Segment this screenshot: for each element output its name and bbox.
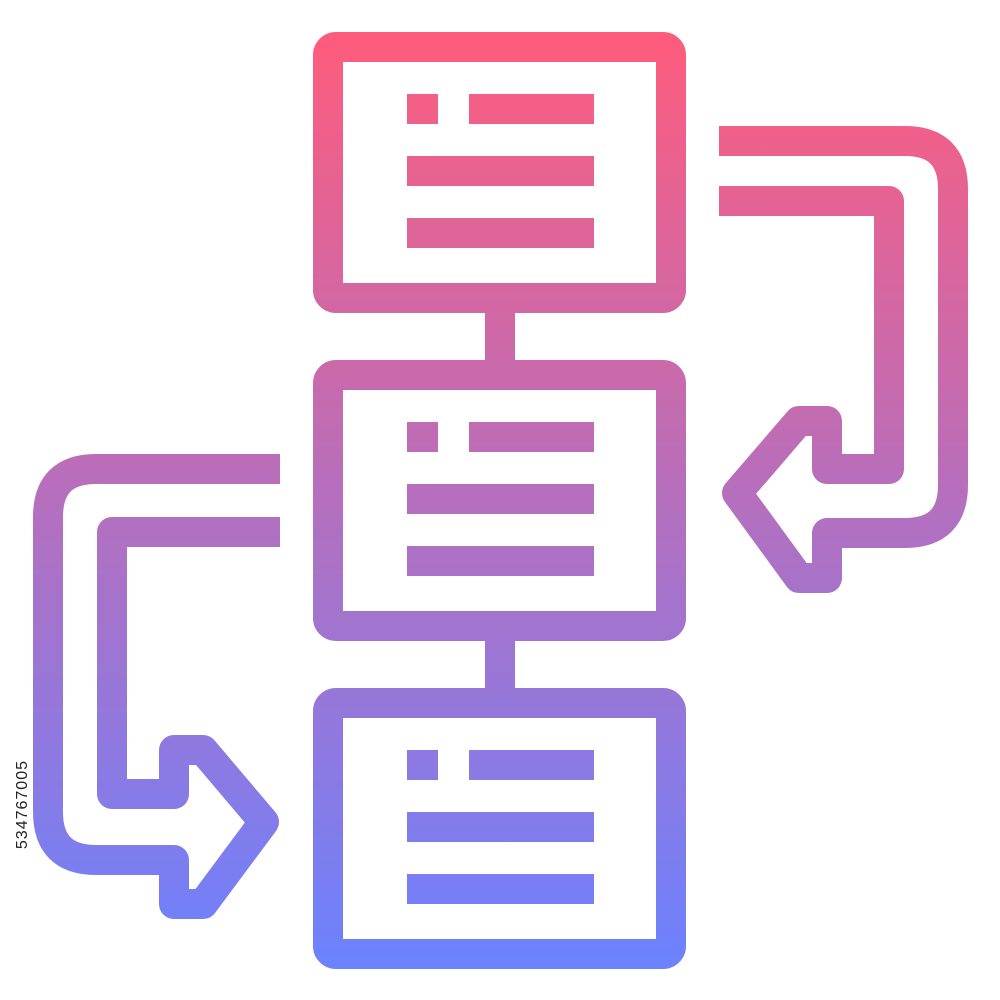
bottom-node-line [407, 874, 594, 904]
middle-node-line [407, 546, 594, 576]
middle-node-line [469, 422, 594, 452]
stock-id-label: 534767005 [14, 760, 31, 850]
top-node-box [313, 32, 686, 313]
middle-node-box [313, 360, 686, 641]
middle-node-bullet [407, 422, 438, 452]
top-node-line [469, 94, 594, 124]
top-node-bullet [407, 94, 438, 124]
middle-node-line [407, 484, 594, 514]
bottom-node-line [469, 750, 594, 780]
bottom-node-bullet [407, 750, 438, 780]
bottom-node-box [313, 688, 686, 969]
top-node-line [407, 156, 594, 186]
bottom-node-line [407, 812, 594, 842]
loop-arrow-right-icon [719, 126, 968, 593]
loop-arrow-left-icon [33, 454, 280, 919]
top-node-line [407, 218, 594, 248]
